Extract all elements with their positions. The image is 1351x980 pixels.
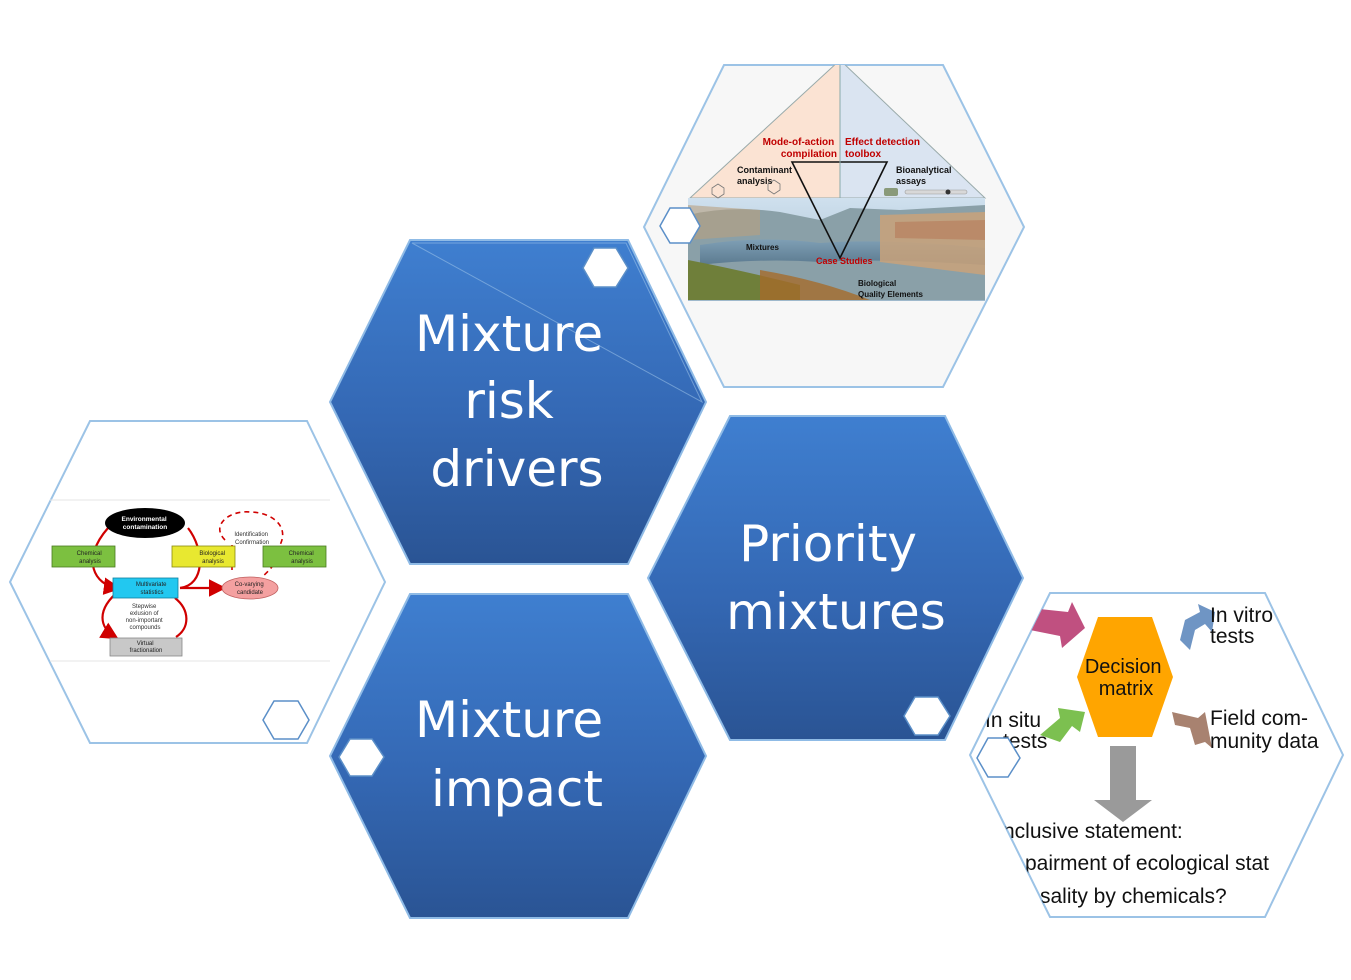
mode-of-action-label: Mode-of-action compilation	[763, 137, 837, 160]
top-left-arrow	[1030, 602, 1085, 648]
priority-mixtures-label: Priority mixtures	[726, 515, 946, 641]
virtual-fractionation-box	[109, 637, 183, 657]
identification-confirmation-label: Identification Confirmation	[234, 532, 269, 546]
down-arrow	[1094, 746, 1152, 822]
chemical-analysis-left-label: Chemical analysis	[77, 551, 104, 565]
corner-hexagon-top-image	[659, 207, 701, 244]
decision-matrix-node	[1077, 617, 1173, 737]
corner-hexagon-mixture-impact	[338, 738, 385, 777]
multivariate-statistics-box	[112, 577, 179, 599]
co-varying-candidate-label: Co-varying candidate	[235, 582, 266, 596]
effect-detection-label: Effect detection toolbox	[845, 137, 923, 160]
risk-drivers-hexagon[interactable]: Mixture risk drivers	[328, 239, 708, 565]
case-studies-label: Case Studies	[816, 256, 873, 266]
left-image-hexagon: Environmental contamination Identificati…	[8, 420, 387, 744]
decision-matrix-label: Decision matrix	[1085, 656, 1167, 700]
in-vitro-label: In vitro tests	[1210, 604, 1279, 648]
biological-quality-label: Biological Quality Elements	[858, 279, 923, 299]
mixture-impact-label: Mixture impact	[415, 691, 619, 818]
corner-hexagon-priority-mixtures	[903, 696, 951, 736]
mixtures-label: Mixtures	[746, 243, 779, 252]
chemical-analysis-right-box	[262, 545, 327, 568]
risk-drivers-label: Mixture risk drivers	[415, 305, 619, 498]
contaminant-analysis-label: Contaminant analysis	[737, 165, 795, 186]
biological-analysis-label: Biological analysis	[199, 551, 226, 565]
right-image-hexagon: In vitro tests In situ tests Field com- …	[968, 592, 1345, 918]
chemical-analysis-left-box	[51, 545, 116, 568]
field-community-arrow	[1172, 712, 1212, 748]
bioanalytical-assays-label: Bioanalytical assays	[896, 165, 954, 186]
mixture-impact-hexagon[interactable]: Mixture impact	[328, 593, 708, 919]
environmental-contamination-label: Environmental contamination	[122, 516, 169, 531]
stepwise-exclusion-label: Stepwise exlusion of non-important compo…	[126, 604, 165, 631]
corner-hexagon-risk-drivers	[582, 247, 629, 288]
assay-tube-icon	[884, 188, 968, 196]
virtual-fractionation-label: Virtual fractionation	[130, 641, 163, 654]
field-community-label: Field com- munity data	[1210, 707, 1319, 753]
conclusive-statement-label: nclusive statement: pairment of ecologic…	[1003, 820, 1275, 908]
corner-hexagon-left-image	[262, 700, 310, 740]
priority-mixtures-hexagon[interactable]: Priority mixtures	[646, 415, 1025, 741]
biological-analysis-box	[171, 545, 236, 568]
co-varying-candidate-node	[221, 576, 279, 600]
in-situ-arrow	[1040, 708, 1085, 742]
in-vitro-arrow	[1180, 604, 1215, 650]
multivariate-statistics-label: Multivariate statistics	[136, 582, 168, 596]
top-image-hexagon: Mode-of-action compilation Effect detect…	[642, 64, 1026, 388]
molecule-icon	[711, 179, 781, 199]
environmental-contamination-node	[105, 508, 185, 538]
chemical-analysis-right-label: Chemical analysis	[289, 551, 316, 565]
corner-hexagon-right-image	[976, 737, 1021, 778]
